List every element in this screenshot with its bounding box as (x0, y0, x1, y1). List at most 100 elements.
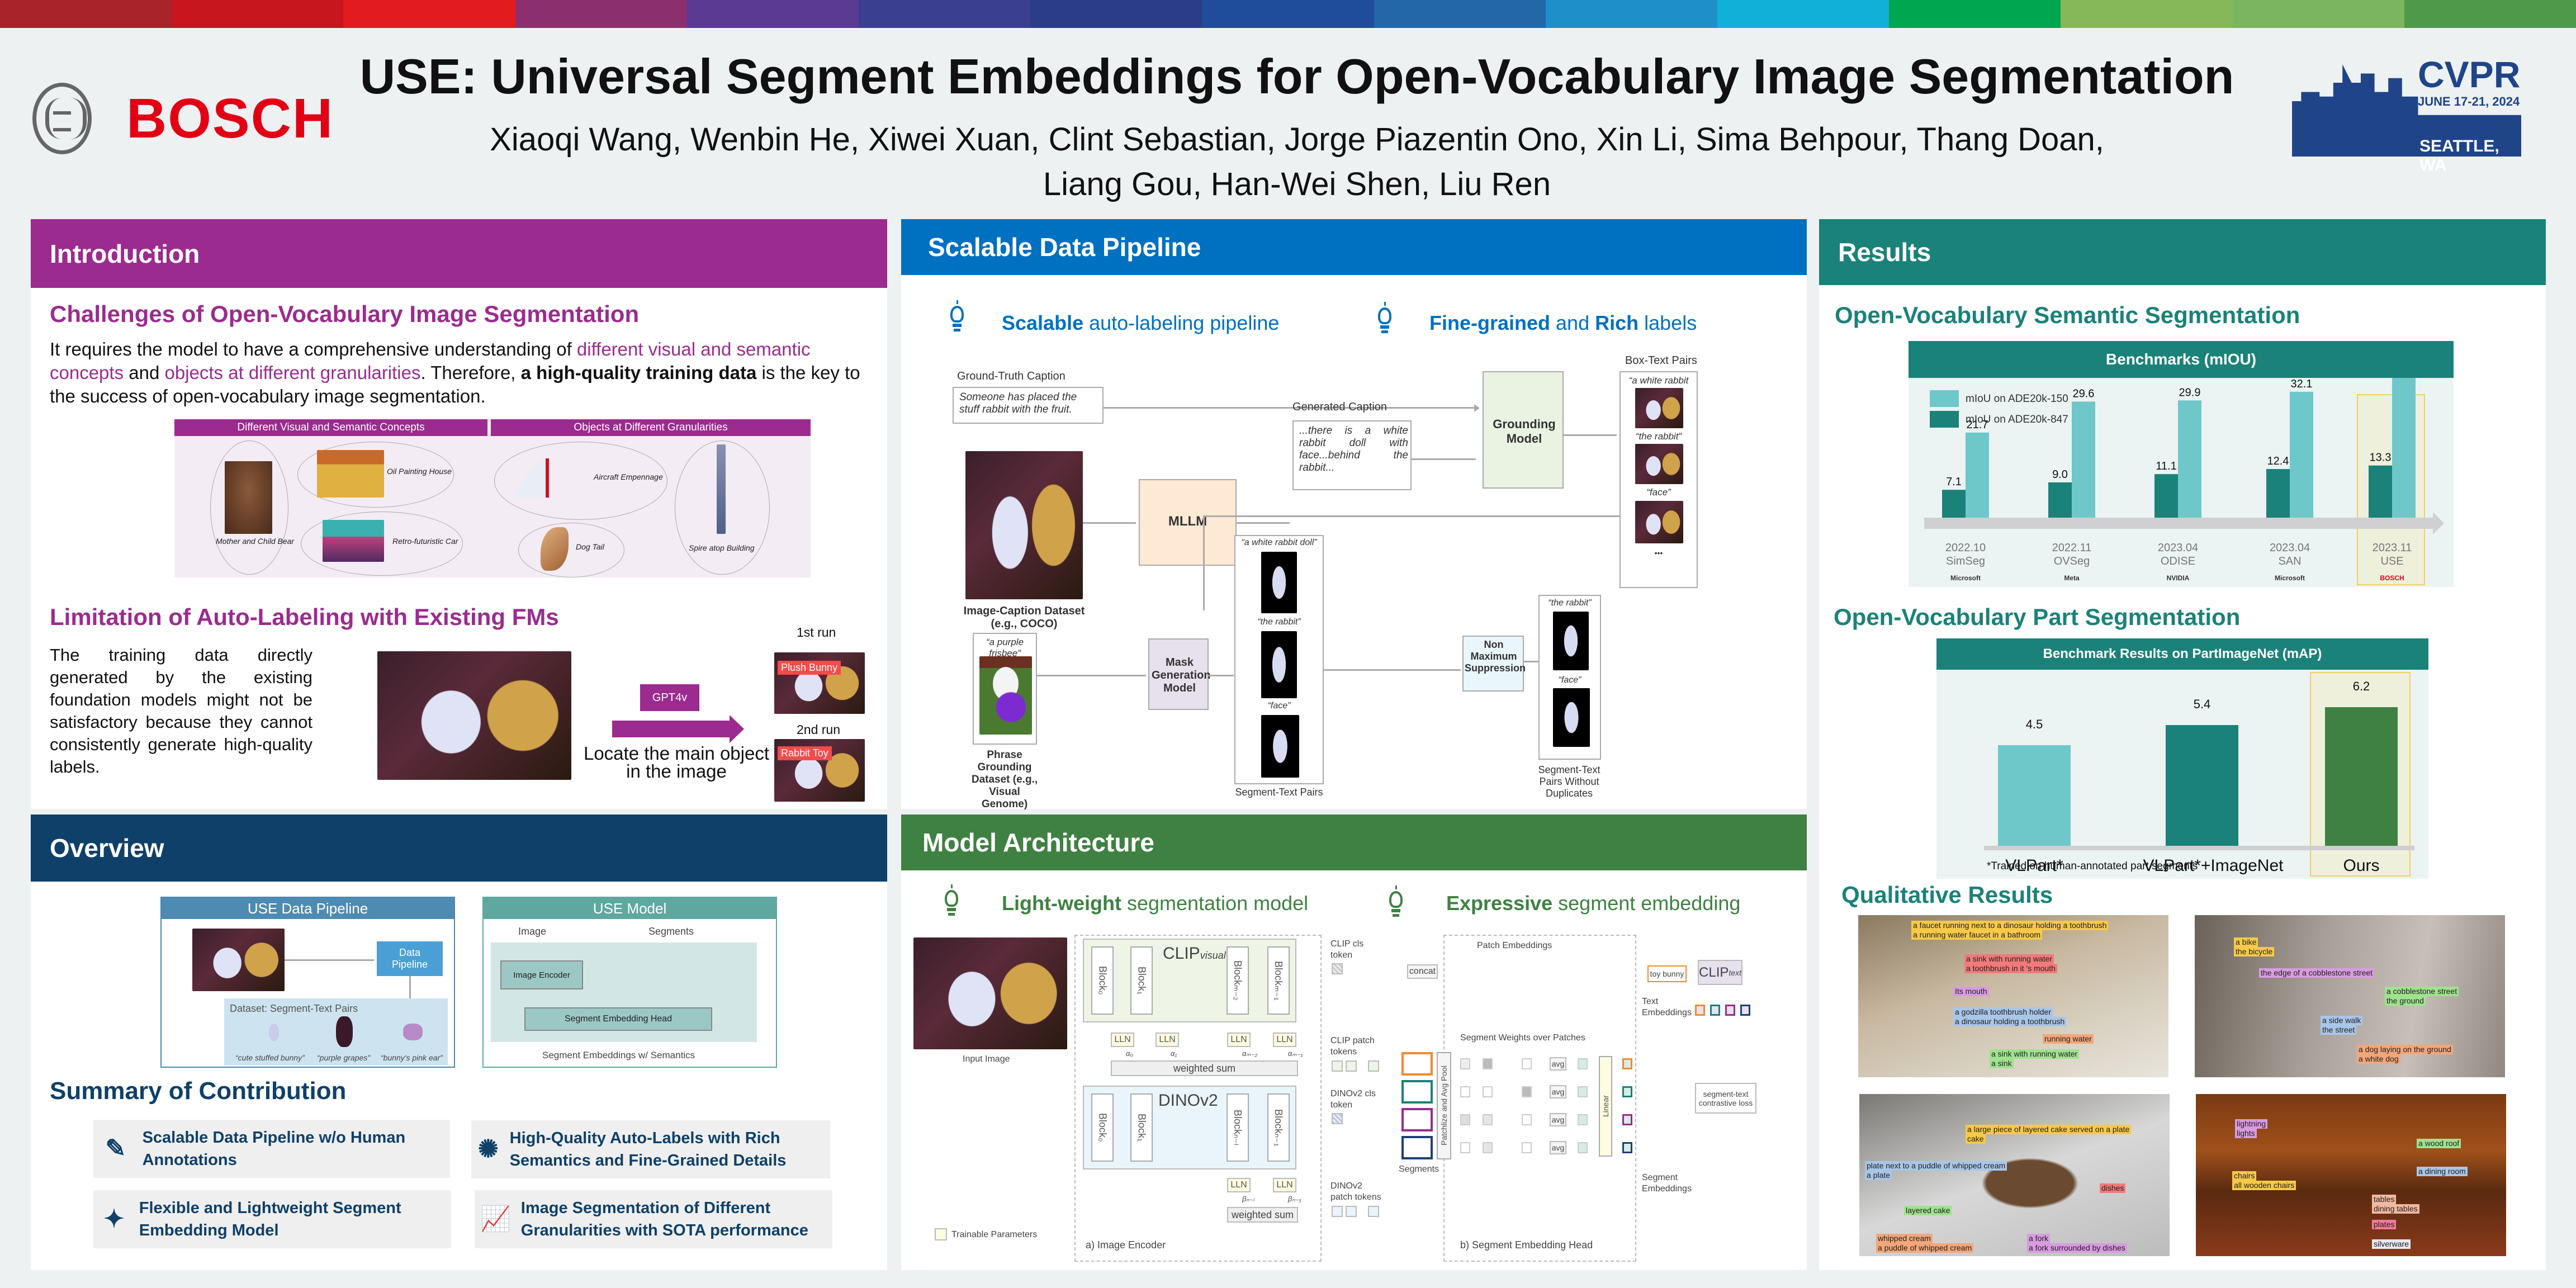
tick-label: VLPart*+ImageNet (2143, 856, 2284, 875)
dino-cls-label: DINOv2 cls token (1330, 1089, 1376, 1110)
tick-method: OVSeg (2054, 555, 2090, 567)
box-pair-image (1635, 444, 1683, 484)
tick-date: 2022.11 (2052, 542, 2092, 554)
arrow-line (285, 959, 374, 961)
pencil-slash-icon: ✎ (105, 1135, 126, 1162)
patch-weight-cell (1522, 1142, 1532, 1153)
pooled-embedding (1578, 1086, 1588, 1097)
text-embedding (1725, 1005, 1735, 1016)
box-text-pairs-column: “a white rabbit doll” “the rabbit” “face… (1620, 371, 1698, 588)
contribution-card: ✺High-Quality Auto-Labels with Rich Sema… (471, 1120, 830, 1178)
timeline-axis (1924, 518, 2433, 529)
clip-weighted-sum: weighted sum (1111, 1060, 1298, 1076)
clip-block: Block₁ (1130, 946, 1153, 1015)
tick-method: USE (2380, 555, 2403, 567)
run1-tag: Plush Bunny (778, 661, 841, 675)
patchify-box: Patchlize and Avg Pool (1437, 1052, 1451, 1159)
data-label: 32.1 (2291, 378, 2313, 390)
qualitative-image-bathroom: a faucet running next to a dinosaur hold… (1858, 915, 2168, 1077)
ribbon-segment (1030, 0, 1202, 28)
dinov2-label: DINOv2 (1158, 1091, 1218, 1110)
bear-image (225, 461, 272, 534)
box-text-pairs-title: Box-Text Pairs (1625, 354, 1697, 367)
bar (2154, 474, 2178, 518)
gt-caption-text: Someone has placed the stuff rabbit with… (959, 391, 1077, 415)
segment-caption-tag: a cobblestone street (2385, 987, 2459, 996)
highlight-rest: segmentation model (1121, 892, 1309, 915)
poster-title: USE: Universal Segment Embeddings for Op… (359, 49, 2234, 104)
avg-box: avg (1550, 1085, 1566, 1098)
pair-image-bunny (263, 1016, 285, 1049)
highlight-bold: Light-weight (1002, 892, 1121, 915)
highlight-rest: auto-labeling pipeline (1083, 311, 1280, 334)
text-run: is the key to the success of open-vocabu… (50, 362, 860, 406)
trainable-swatch (935, 1228, 947, 1240)
virus-icon: ✺ (477, 1135, 499, 1163)
segment-phrase: “a white rabbit doll” (1241, 538, 1317, 547)
image-encoder-label: a) Image Encoder (1086, 1239, 1166, 1251)
alpha-weight: α₀ (1126, 1049, 1133, 1058)
arrow-line (1104, 407, 1475, 409)
introduction-panel: Introduction Challenges of Open-Vocabula… (31, 219, 887, 809)
dino-block: Block₀ (1091, 1093, 1114, 1162)
data-label: 11.1 (2156, 460, 2176, 472)
concepts-header: Different Visual and Semantic Concepts (174, 419, 487, 436)
use-data-pipeline-title: USE Data Pipeline (162, 898, 454, 919)
gpt-prompt: Locate the main object in the image (583, 743, 770, 782)
bear-oval (210, 441, 288, 575)
contribution-text: Scalable Data Pipeline w/o Human Annotat… (142, 1129, 406, 1169)
input-image-label: Input Image (963, 1054, 1010, 1064)
mask-gen-box: Mask Generation Model (1148, 638, 1211, 710)
segment-caption-tag: tables (2372, 1195, 2397, 1204)
use-model-box: USE Model Image Segments Image Encoder S… (482, 897, 777, 1068)
avg-box: avg (1550, 1057, 1566, 1071)
segment-caption-tag: whipped cream (1876, 1234, 1933, 1243)
ribbon-segment (1545, 0, 1718, 28)
ribbon-segment (2232, 0, 2404, 28)
dino-patch-token (1368, 1206, 1379, 1217)
house-oval (297, 442, 454, 508)
run2-label: 2nd run (797, 722, 841, 737)
segment-caption-tag: layered cake (1904, 1206, 1952, 1215)
image-encoder-dashed (1074, 935, 1322, 1262)
text-run: . Therefore, (420, 362, 521, 383)
arch-input-image (913, 937, 1067, 1049)
highlight-training-data: a high-quality training data (520, 362, 757, 383)
clip-cls-token (1332, 963, 1343, 974)
clip-text-sub: text (1729, 968, 1741, 977)
dino-cls-token (1332, 1113, 1343, 1124)
segment-caption-tag: the edge of a cobblestone street (2259, 968, 2375, 978)
segment-caption-tag: a large piece of layered cake served on … (1966, 1125, 2132, 1134)
segment-caption-tag: all wooden chairs (2232, 1181, 2296, 1190)
arrow-line (1412, 458, 1476, 460)
patch-weight-cell (1483, 1114, 1493, 1125)
tick-date: 2023.04 (2270, 542, 2310, 554)
segment-text-pairs-column: “a white rabbit doll” “the rabbit” “face… (1234, 535, 1324, 784)
alpha-weight: αₘ₋₂ (1242, 1049, 1258, 1058)
contribution-card: 📈Image Segmentation of Different Granula… (475, 1190, 832, 1248)
segment-caption-tag: a faucet running next to a dinosaur hold… (1911, 921, 2109, 930)
alpha-weight: α₁ (1171, 1049, 1177, 1058)
clip-cls-label: CLIP cls token (1330, 939, 1364, 960)
arrow-line (1237, 522, 1290, 524)
architecture-panel: Model Architecture Light-weight segmenta… (901, 815, 1807, 1270)
text-embedding (1710, 1005, 1720, 1016)
dataset-box: Dataset: Segment-Text Pairs “cute stuffe… (224, 998, 448, 1066)
arrow-line (1209, 675, 1234, 676)
ellipsis: ••• (1654, 548, 1663, 557)
segment-mask (1401, 1080, 1433, 1104)
map-chart: Benchmark Results on PartImageNet (mAP) … (1936, 638, 2428, 879)
segment-caption-tag: a fork surrounded by dishes (2027, 1243, 2127, 1253)
clip-visual-label: CLIPvisual (1163, 944, 1226, 965)
phrase-grounding-dataset-label: Phrase Grounding Dataset (e.g., Visual G… (971, 749, 1038, 810)
patch-weight-cell (1522, 1086, 1532, 1097)
concept-label-bear: Mother and Child Bear (216, 537, 295, 546)
patch-weight-cell (1483, 1086, 1493, 1097)
run1-label: 1st run (797, 625, 836, 640)
segment-caption-tag: a puddle of whipped cream (1876, 1243, 1974, 1253)
gpt4v-box: GPT4v (640, 684, 699, 711)
segment-mask (1401, 1136, 1433, 1159)
segment-caption-tag: silverware (2372, 1239, 2411, 1249)
